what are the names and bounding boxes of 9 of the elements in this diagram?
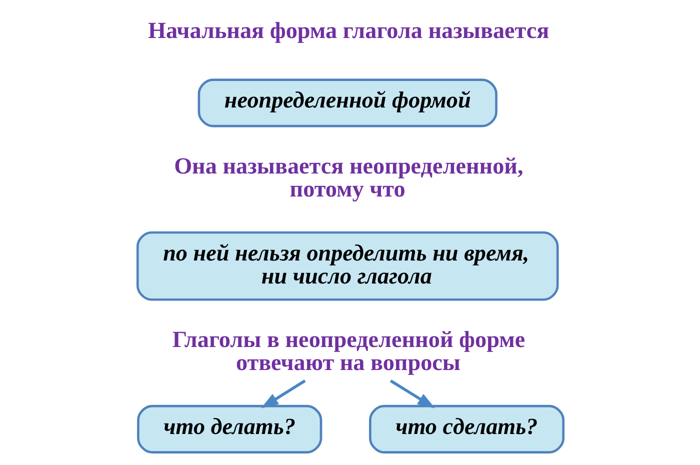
node-box: неопределенной формой <box>197 78 497 128</box>
label: Она называется неопределенной, потому что <box>174 153 523 203</box>
node-box: что сделать? <box>368 404 564 454</box>
label: Начальная форма глагола называется <box>148 18 549 44</box>
arrow <box>389 379 434 408</box>
node-box: что делать? <box>136 404 322 454</box>
arrow <box>260 379 306 408</box>
node-box: по ней нельзя определить ни время, ни число глагола <box>136 231 558 301</box>
node-text: Глаголы в неопределенной форме отвечают на вопросы <box>172 327 525 376</box>
